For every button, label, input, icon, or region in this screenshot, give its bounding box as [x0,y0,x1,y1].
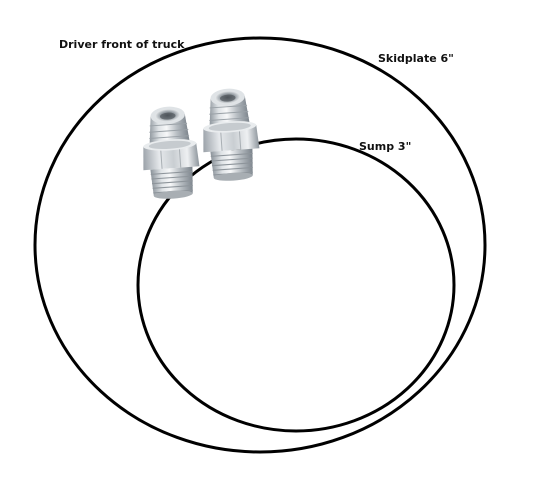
an-fitting-right [198,86,263,184]
driver-front-label: Driver front of truck [59,38,185,51]
skidplate-label: Skidplate 6" [378,52,454,65]
skidplate-outline [33,36,487,454]
sump-label: Sump 3" [359,140,412,153]
an-fitting-left [138,104,203,202]
sump-outline [136,137,456,433]
